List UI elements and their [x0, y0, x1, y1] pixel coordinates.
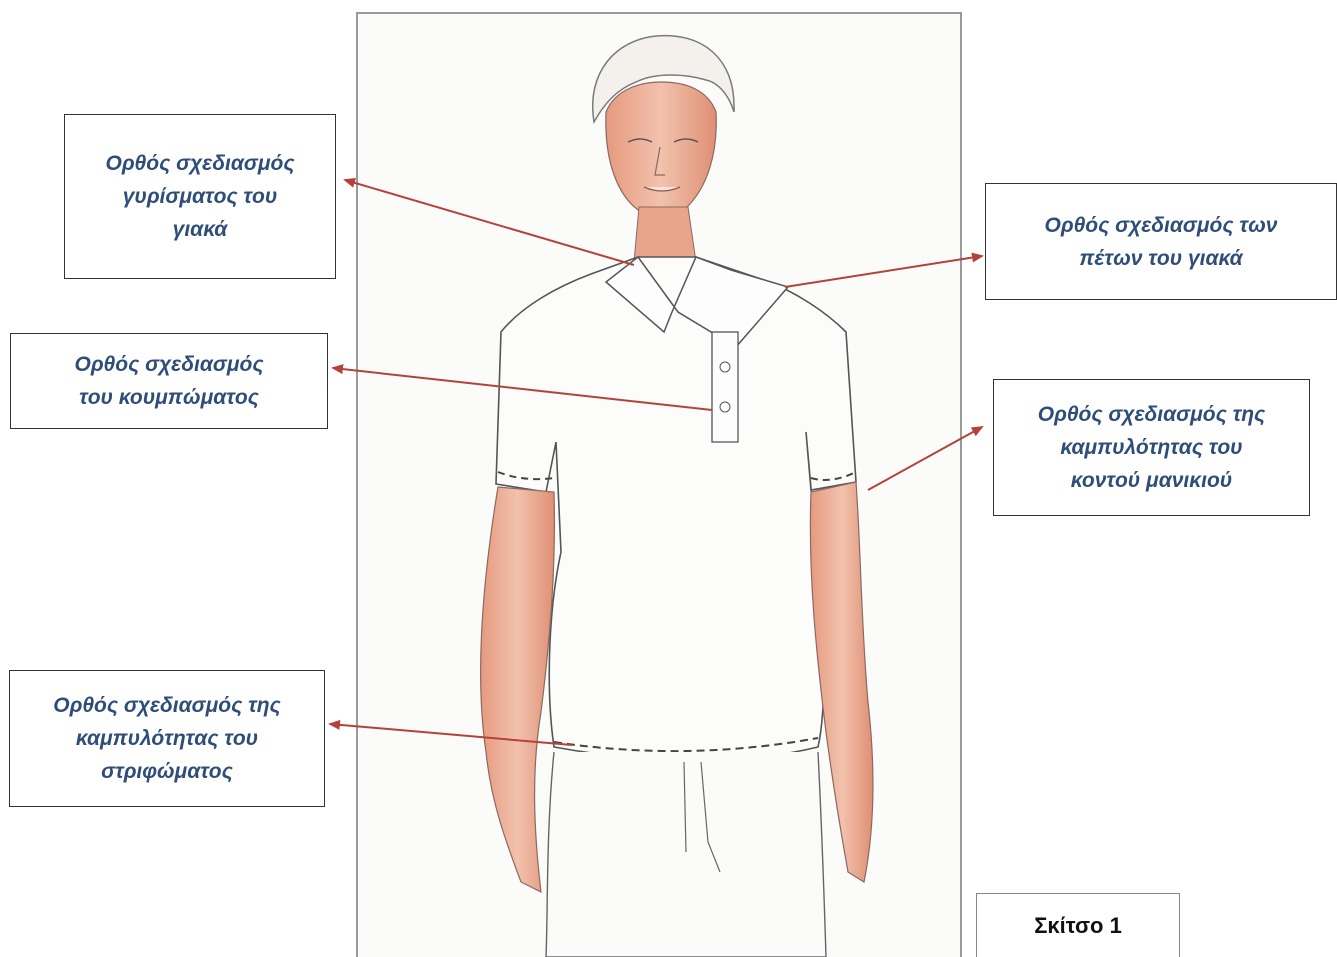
arrow-hem-curve	[330, 724, 572, 745]
arrow-buttoning	[333, 368, 712, 410]
arrow-collar-turn	[345, 180, 634, 265]
arrow-sleeve-curve	[868, 427, 982, 490]
arrow-collar-points	[785, 256, 982, 287]
